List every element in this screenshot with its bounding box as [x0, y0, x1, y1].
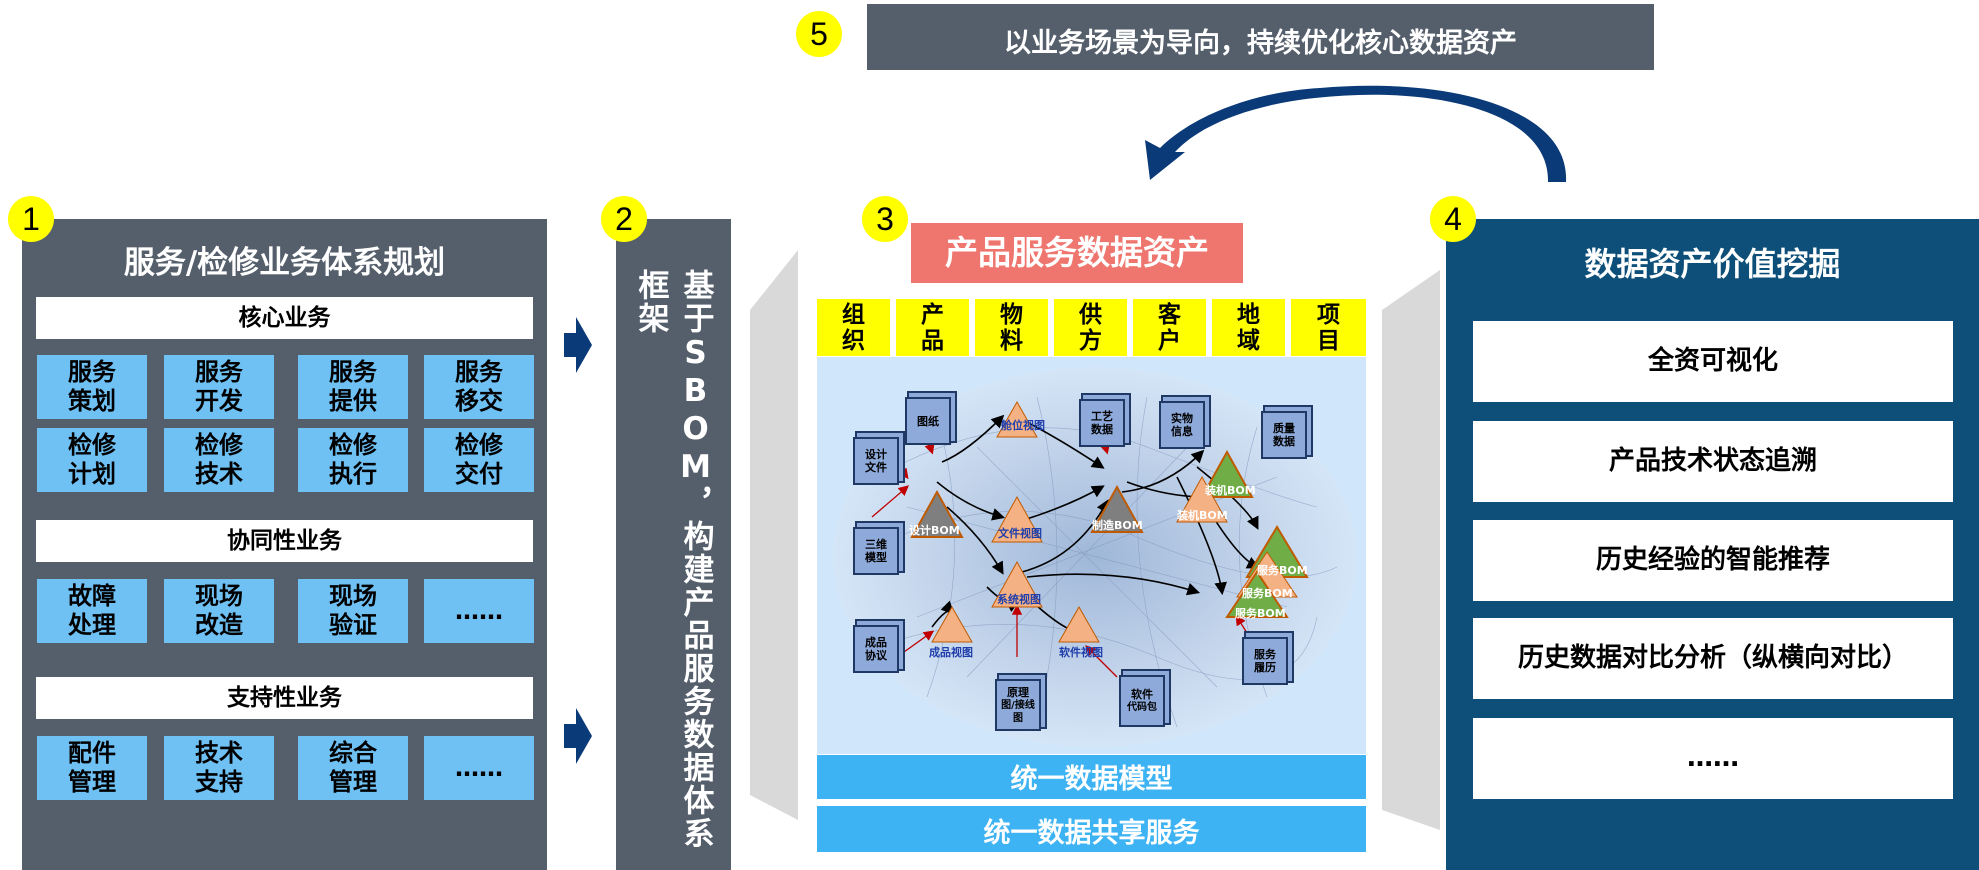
- node-label: 设计BOM: [909, 524, 960, 537]
- dimension-tag: 产品: [896, 299, 969, 356]
- core-cell: 服务策划: [37, 355, 147, 419]
- step-badge-3: 3: [862, 196, 908, 242]
- unified-data-model-bar: 统一数据模型: [817, 755, 1366, 799]
- step-badge-4: 4: [1430, 196, 1476, 242]
- step-badge-2: 2: [601, 196, 647, 242]
- node-label: 制造BOM: [1092, 519, 1143, 532]
- document-stack-icon: 服务履历: [1242, 637, 1288, 685]
- value-mining-panel: 数据资产价值挖掘 全资可视化 产品技术状态追溯 历史经验的智能推荐 历史数据对比…: [1446, 219, 1979, 870]
- step-badge-5: 5: [796, 11, 842, 57]
- right-arrow-icon: [564, 708, 592, 764]
- node-label: 装机BOM: [1177, 509, 1228, 522]
- node-label: 系统视图: [997, 593, 1041, 606]
- collab-cell: 现场改造: [164, 579, 274, 643]
- business-planning-panel: 服务/检修业务体系规划 核心业务 服务策划 服务开发 服务提供 服务移交 检修计…: [22, 219, 547, 870]
- dimension-tag: 供方: [1054, 299, 1127, 356]
- value-item: 产品技术状态追溯: [1473, 421, 1953, 502]
- collab-cell: 故障处理: [37, 579, 147, 643]
- sbom-network-graph: 舱位视图 设计BOM 文件视图 制造BOM 装机BOM 装机BOM 服务BOM …: [817, 357, 1366, 754]
- support-cell: 配件管理: [37, 736, 147, 800]
- value-item: 全资可视化: [1473, 321, 1953, 402]
- document-stack-icon: 质量数据: [1261, 411, 1307, 459]
- dimension-tag: 地域: [1212, 299, 1285, 356]
- core-cell: 检修技术: [164, 428, 274, 492]
- right-arrow-icon: [564, 317, 592, 373]
- node-label: 服务BOM: [1242, 587, 1293, 600]
- document-stack-icon: 工艺数据: [1079, 399, 1125, 447]
- core-cell: 检修执行: [298, 428, 408, 492]
- support-business-header: 支持性业务: [36, 677, 533, 719]
- panel1-title: 服务/检修业务体系规划: [123, 245, 446, 281]
- core-cell: 服务开发: [164, 355, 274, 419]
- core-cell: 检修计划: [37, 428, 147, 492]
- node-label: 文件视图: [998, 527, 1042, 540]
- document-stack-icon: 设计文件: [853, 437, 899, 485]
- document-stack-icon: 软件代码包: [1119, 675, 1165, 727]
- value-item: 历史经验的智能推荐: [1473, 520, 1953, 601]
- collab-cell: ……: [424, 579, 534, 643]
- top-banner: 以业务场景为导向，持续优化核心数据资产: [867, 4, 1654, 70]
- dimension-tag: 组织: [817, 299, 890, 356]
- panel4-title: 数据资产价值挖掘: [1584, 245, 1841, 283]
- document-stack-icon: 实物信息: [1159, 401, 1205, 449]
- sbom-framework-text: 基于SBOM，构建产品服务数据体系框架: [632, 269, 714, 850]
- dimension-tag: 客户: [1133, 299, 1206, 356]
- banner-text: 以业务场景为导向，持续优化核心数据资产: [1004, 28, 1517, 59]
- dimension-tag: 物料: [975, 299, 1048, 356]
- node-label: 装机BOM: [1205, 484, 1256, 497]
- support-cell: ……: [424, 736, 534, 800]
- sbom-framework-panel: 基于SBOM，构建产品服务数据体系框架: [616, 219, 731, 870]
- 3d-model-cube-icon: 三维模型: [853, 527, 899, 575]
- core-business-header: 核心业务: [36, 297, 533, 339]
- data-asset-title: 产品服务数据资产: [911, 223, 1243, 283]
- value-item: ……: [1473, 718, 1953, 799]
- core-cell: 服务移交: [424, 355, 534, 419]
- collab-cell: 现场验证: [298, 579, 408, 643]
- core-cell: 服务提供: [298, 355, 408, 419]
- document-stack-icon: 原理图/接线图: [995, 679, 1041, 731]
- node-label: 服务BOM: [1235, 607, 1286, 620]
- node-label: 舱位视图: [1001, 419, 1045, 432]
- node-label: 软件视图: [1059, 646, 1103, 659]
- right-side-decoration: [1382, 270, 1440, 830]
- dimension-tag: 项目: [1291, 299, 1366, 356]
- unified-data-share-bar: 统一数据共享服务: [817, 806, 1366, 852]
- value-item: 历史数据对比分析（纵横向对比）: [1473, 618, 1953, 699]
- core-cell: 检修交付: [424, 428, 534, 492]
- node-label: 服务BOM: [1257, 564, 1308, 577]
- curved-return-arrow: [1145, 85, 1567, 182]
- document-stack-icon: 图纸: [905, 397, 951, 445]
- support-cell: 综合管理: [298, 736, 408, 800]
- support-cell: 技术支持: [164, 736, 274, 800]
- document-stack-icon: 成品协议: [853, 625, 899, 673]
- step-badge-1: 1: [8, 196, 54, 242]
- collab-business-header: 协同性业务: [36, 520, 533, 562]
- node-label: 成品视图: [929, 646, 973, 659]
- left-side-decoration: [750, 250, 798, 820]
